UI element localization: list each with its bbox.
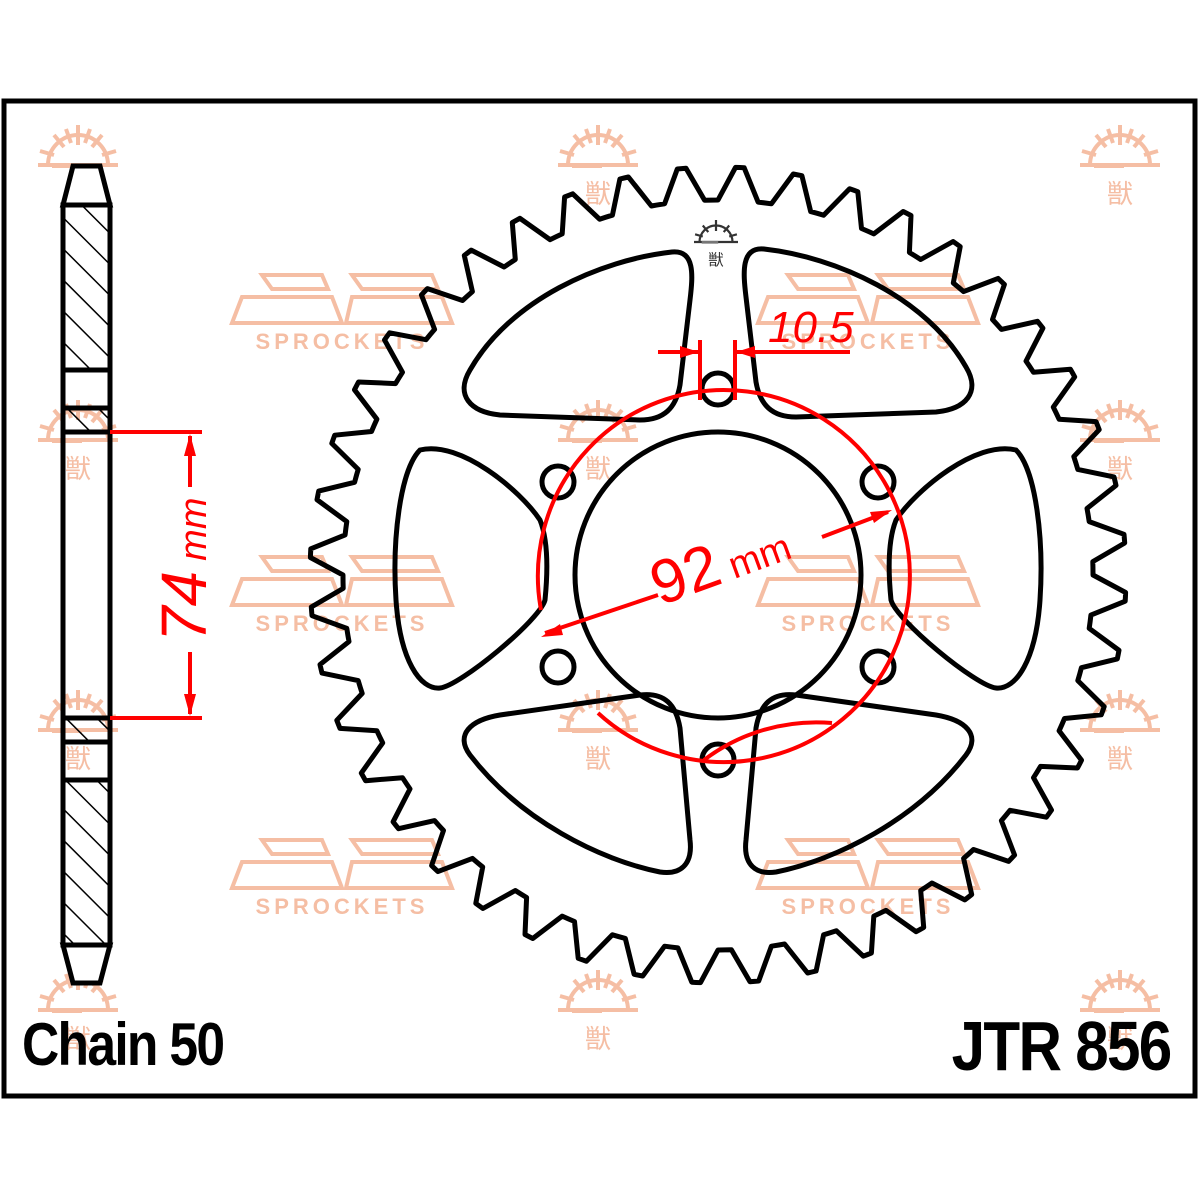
- bolt-hole-label: 10.5: [768, 303, 854, 352]
- center-bore-dimension: 74mm: [110, 430, 220, 720]
- drawing-frame: [1, 98, 1198, 1099]
- center-bore-label: 74mm: [148, 498, 220, 643]
- bolt-circle-dimension: 92mm: [535, 388, 912, 765]
- part-number-label: JTR 856: [951, 1007, 1172, 1085]
- side-profile: [59, 163, 114, 986]
- bolt-hole-dimension: 10.5: [658, 303, 854, 400]
- chain-size-label: Chain 50: [22, 1011, 225, 1078]
- inner-logo: 獣: [693, 220, 739, 269]
- svg-text:獣: 獣: [708, 251, 723, 269]
- sprocket-outline: [307, 164, 1129, 986]
- bolt-circle-label: 92mm: [641, 506, 798, 620]
